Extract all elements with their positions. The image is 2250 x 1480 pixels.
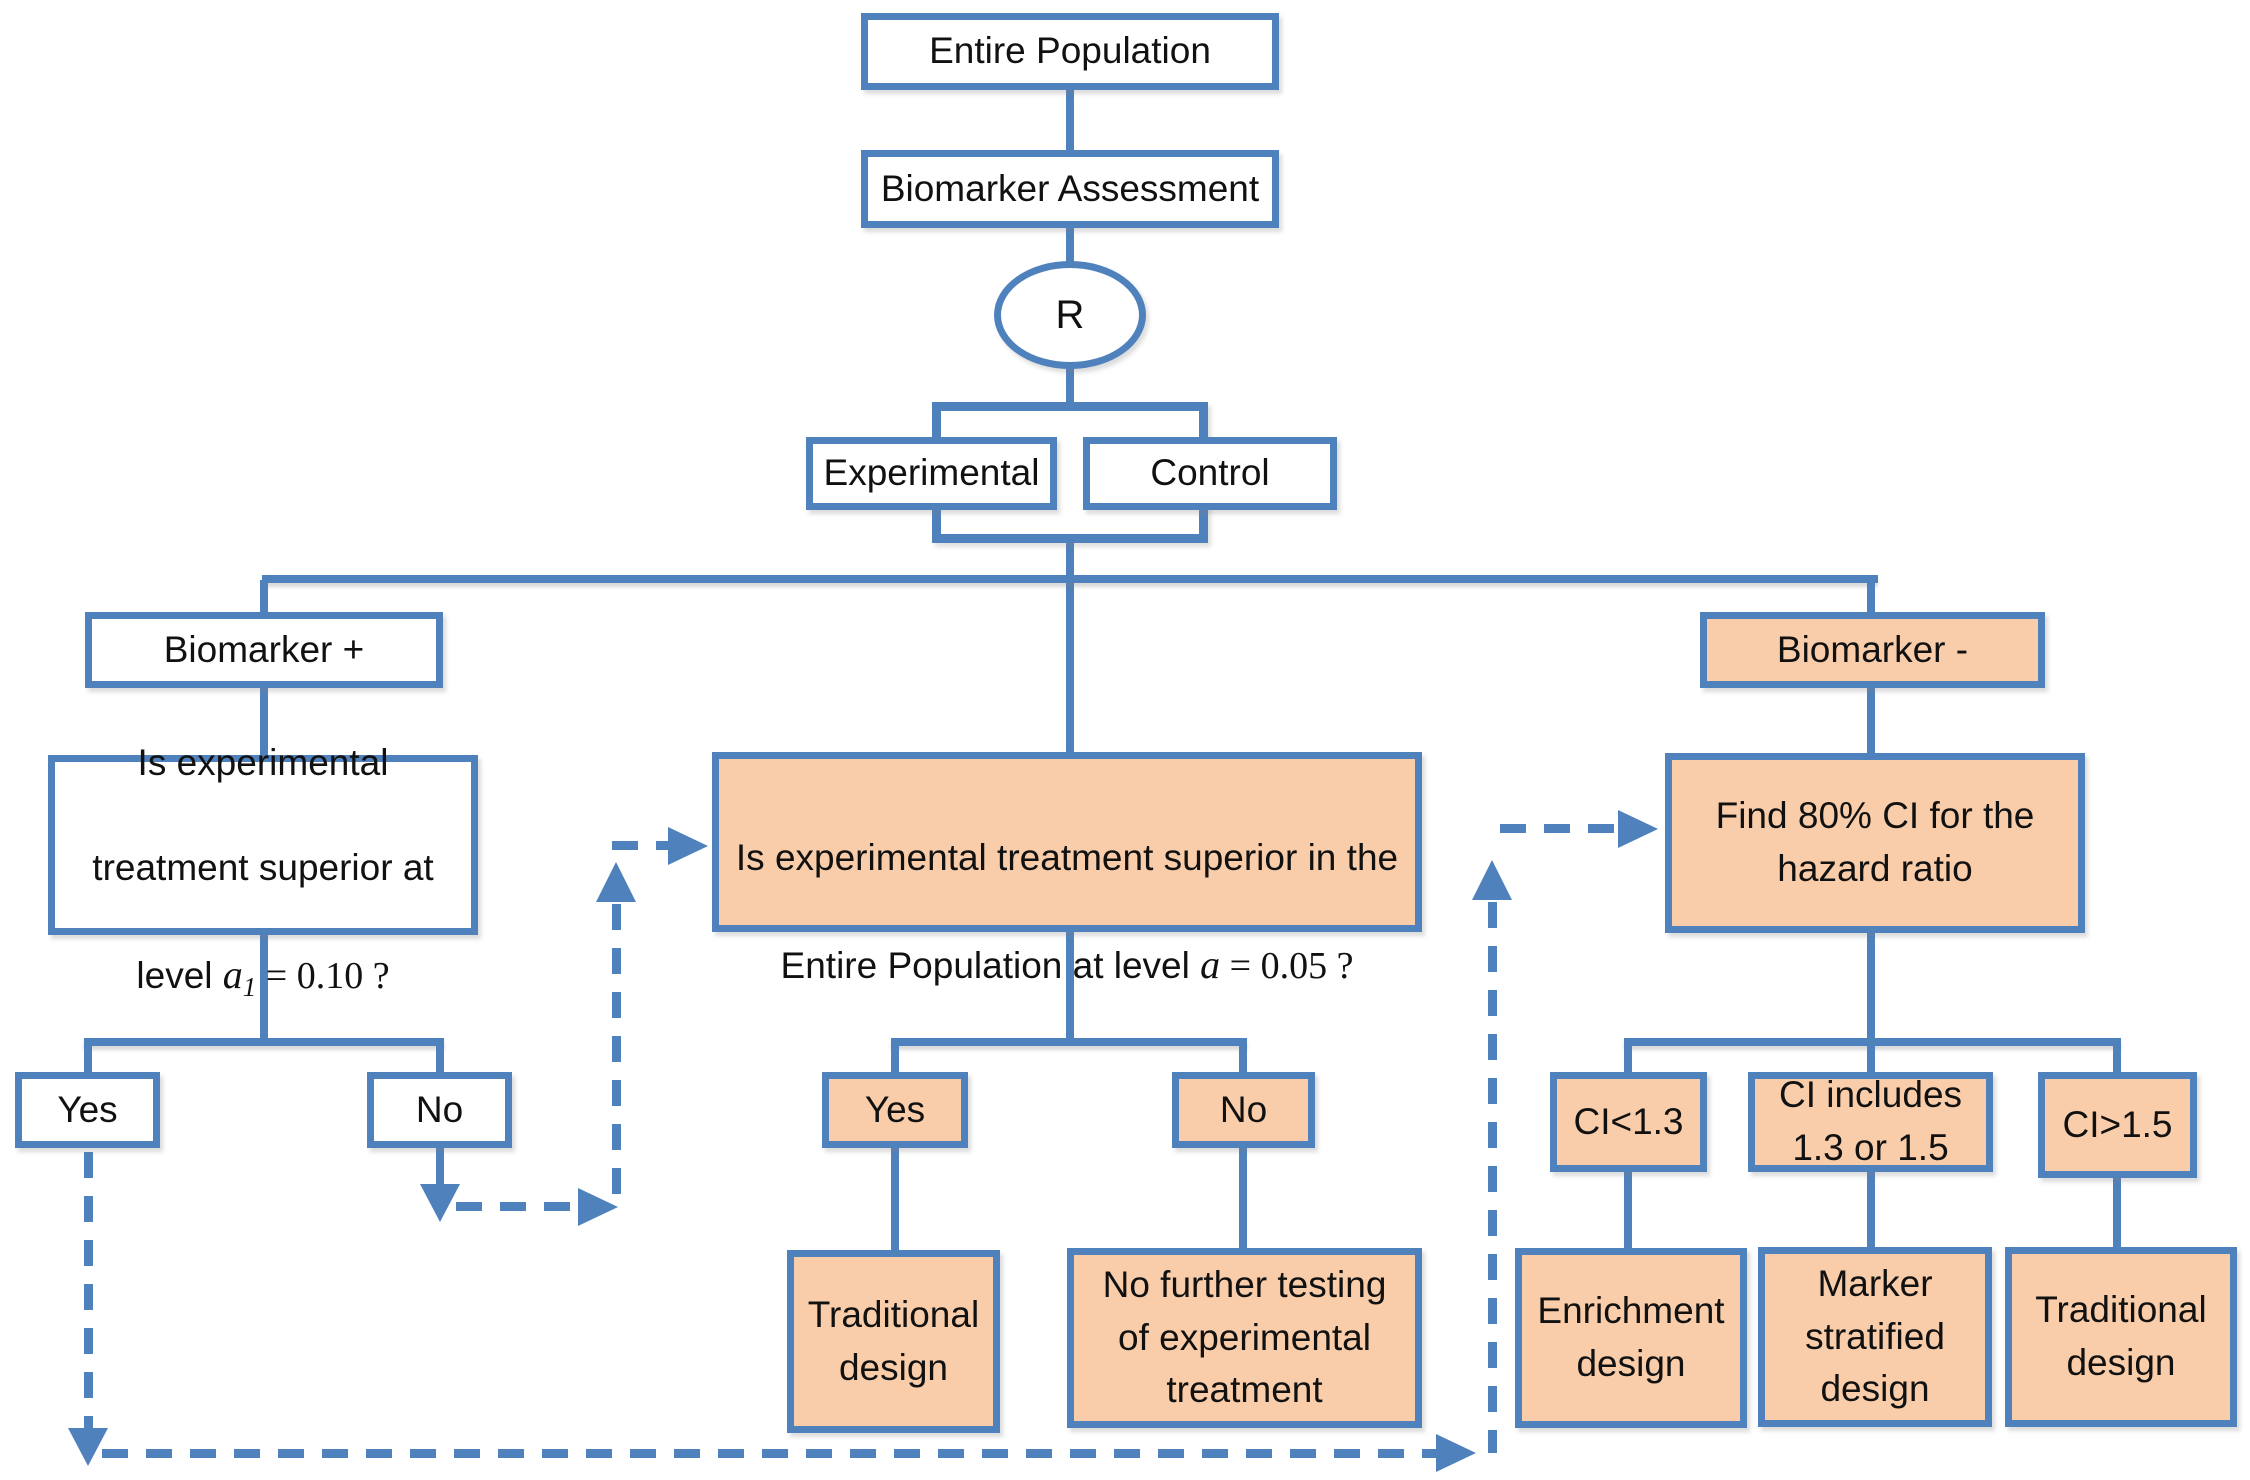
left-question-alpha-subscript: 1 xyxy=(242,971,257,1002)
traditional-design-center-box: Traditional design xyxy=(787,1250,1000,1433)
left-question-box: Is experimental treatment superior at le… xyxy=(48,742,478,1002)
drop-to-biomarker-minus xyxy=(1867,580,1875,616)
connector-biomarkerminus-to-findci xyxy=(1867,685,1875,757)
connector-assessment-to-r xyxy=(1066,226,1074,264)
dashed-riser-to-center xyxy=(612,904,621,1208)
experimental-box: Experimental xyxy=(806,437,1057,510)
connector-r-to-bracket xyxy=(1066,366,1074,406)
control-label: Control xyxy=(1150,452,1270,494)
connector-cihigh-to-traditionalright xyxy=(2113,1176,2121,1249)
dashed-leftyes-vertical xyxy=(84,1152,93,1430)
connector-centerquestion-to-splitter xyxy=(1066,930,1074,1044)
left-yes-box: Yes xyxy=(15,1072,160,1148)
traditional-design-right-label: Traditional design xyxy=(2035,1289,2207,1383)
randomization-label: R xyxy=(1055,292,1085,337)
leftno-arrow-shaft xyxy=(436,1146,444,1186)
marker-stratified-design-box: Marker stratified design xyxy=(1758,1247,1992,1427)
ci-high-box: CI>1.5 xyxy=(2038,1072,2197,1178)
center-yes-box: Yes xyxy=(822,1072,968,1148)
ci-low-label: CI<1.3 xyxy=(1573,1100,1684,1142)
no-further-testing-box: No further testing of experimental treat… xyxy=(1067,1248,1422,1428)
connector-findci-to-splitter xyxy=(1867,931,1875,1044)
dashed-riser-to-findci xyxy=(1488,902,1497,1453)
biomarker-assessment-label: Biomarker Assessment xyxy=(880,167,1260,209)
traditional-design-center-label: Traditional design xyxy=(807,1293,980,1388)
drop-to-center-yes xyxy=(891,1044,899,1074)
center-question-line1: Is experimental treatment superior in th… xyxy=(735,836,1399,878)
drop-to-left-no xyxy=(436,1044,444,1074)
center-question-text: Is experimental treatment superior in th… xyxy=(736,779,1398,994)
control-box: Control xyxy=(1083,437,1337,510)
ci-mid-label: CI includes 1.3 or 1.5 xyxy=(1778,1074,1963,1168)
left-splitter xyxy=(84,1038,444,1046)
drop-to-center-no xyxy=(1239,1044,1247,1074)
dashed-leftno-horizontal xyxy=(456,1202,584,1211)
dashed-into-findci xyxy=(1500,824,1620,833)
dashed-leftyes-down-arrowhead xyxy=(68,1428,108,1466)
drop-to-biomarker-plus xyxy=(260,580,268,616)
dashed-findci-entry-arrowhead xyxy=(1618,810,1658,848)
dashed-bottom-right-arrowhead xyxy=(1436,1434,1476,1472)
biomarker-minus-box: Biomarker - xyxy=(1700,612,2045,688)
ci-high-label: CI>1.5 xyxy=(2062,1103,2173,1145)
marker-stratified-design-label: Marker stratified design xyxy=(1805,1263,1945,1410)
left-no-label: No xyxy=(415,1088,464,1130)
center-question-line2-prefix: Entire Population at level xyxy=(780,944,1201,986)
connector-centerno-to-nofurther xyxy=(1239,1146,1247,1250)
connector-cilow-to-enrichment xyxy=(1624,1170,1632,1250)
ci-mid-box: CI includes 1.3 or 1.5 xyxy=(1748,1072,1993,1172)
dashed-leftno-right-arrowhead xyxy=(578,1188,618,1226)
dashed-riser-findci-up-arrowhead xyxy=(1472,860,1512,900)
dashed-into-center-question xyxy=(612,841,670,850)
left-yes-label: Yes xyxy=(57,1088,118,1130)
dashed-center-entry-arrowhead xyxy=(668,827,708,865)
left-question-line2: treatment superior at xyxy=(92,846,434,888)
distributor-line xyxy=(262,575,1878,583)
center-splitter xyxy=(891,1038,1247,1046)
randomization-circle: R xyxy=(994,261,1146,369)
center-yes-label: Yes xyxy=(864,1088,926,1130)
traditional-design-right-box: Traditional design xyxy=(2005,1247,2237,1427)
dashed-riser-center-up-arrowhead xyxy=(596,862,636,902)
biomarker-assessment-box: Biomarker Assessment xyxy=(861,150,1279,228)
no-further-testing-label: No further testing of experimental treat… xyxy=(1102,1264,1387,1411)
drop-to-ci-high xyxy=(2113,1044,2121,1074)
enrichment-design-box: Enrichment design xyxy=(1515,1248,1747,1428)
connector-biomarkerplus-to-question xyxy=(260,685,268,759)
connector-bracket-to-center-question xyxy=(1066,540,1074,755)
center-question-line2-suffix: = 0.05 ? xyxy=(1220,944,1354,987)
drop-to-ci-mid xyxy=(1867,1044,1875,1074)
entire-population-label: Entire Population xyxy=(929,30,1211,72)
biomarker-minus-label: Biomarker - xyxy=(1776,628,1969,670)
left-no-box: No xyxy=(367,1072,512,1148)
leftno-down-arrowhead xyxy=(420,1184,460,1222)
left-question-line1: Is experimental xyxy=(137,741,389,783)
left-question-text: Is experimental treatment superior at le… xyxy=(92,684,433,1006)
connector-centeryes-to-traditional xyxy=(891,1146,899,1252)
dashed-bottom-horizontal xyxy=(102,1449,1436,1458)
enrichment-design-label: Enrichment design xyxy=(1537,1290,1725,1384)
drop-to-ci-low xyxy=(1624,1044,1632,1074)
center-no-label: No xyxy=(1219,1088,1268,1130)
left-question-line3-suffix: = 0.10 ? xyxy=(256,954,390,997)
biomarker-plus-box: Biomarker + xyxy=(85,612,443,688)
center-question-alpha-var: a xyxy=(1200,941,1221,987)
biomarker-plus-label: Biomarker + xyxy=(163,628,365,670)
right-splitter xyxy=(1624,1038,2121,1046)
connector-leftquestion-to-splitter xyxy=(260,932,268,1044)
find-ci-box: Find 80% CI for the hazard ratio xyxy=(1665,753,2085,933)
connector-population-to-assessment xyxy=(1066,88,1074,152)
entire-population-box: Entire Population xyxy=(861,13,1279,90)
left-question-alpha-var: a xyxy=(222,951,243,997)
ci-low-box: CI<1.3 xyxy=(1550,1072,1707,1172)
left-question-line3-prefix: level xyxy=(136,954,223,996)
experimental-label: Experimental xyxy=(823,452,1040,494)
connector-cimid-to-markerstratified xyxy=(1867,1170,1875,1249)
center-no-box: No xyxy=(1172,1072,1315,1148)
drop-to-left-yes xyxy=(84,1044,92,1074)
center-question-box: Is experimental treatment superior in th… xyxy=(712,752,1422,987)
find-ci-label: Find 80% CI for the hazard ratio xyxy=(1715,795,2035,889)
